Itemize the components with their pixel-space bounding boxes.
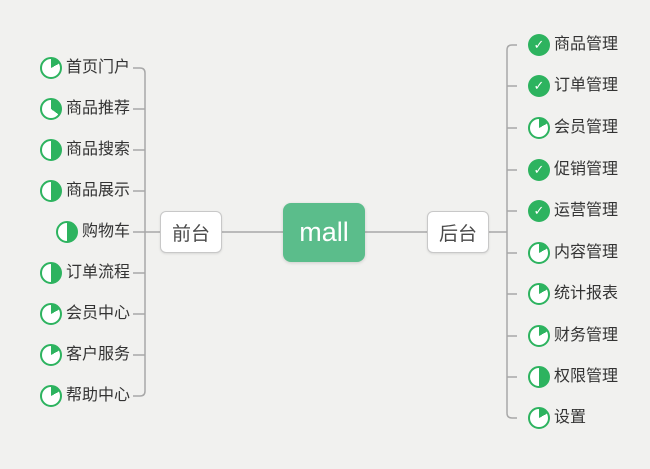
progress-pie-icon[interactable]: [528, 242, 550, 264]
topic-label: 订单流程: [65, 264, 130, 281]
branch-node-backend[interactable]: 后台: [427, 211, 489, 253]
progress-pie-icon[interactable]: [528, 117, 550, 139]
topic-item[interactable]: 内容管理: [528, 241, 618, 265]
topic-item[interactable]: 帮助中心: [39, 384, 130, 408]
check-icon[interactable]: ✓: [528, 159, 550, 181]
topic-item[interactable]: 会员中心: [39, 302, 130, 326]
topic-item[interactable]: 设置: [528, 406, 586, 430]
check-icon[interactable]: ✓: [528, 200, 550, 222]
topic-label: 设置: [554, 409, 587, 426]
topic-item[interactable]: 财务管理: [528, 324, 618, 348]
topic-label: 首页门户: [65, 59, 130, 76]
topic-item[interactable]: 首页门户: [39, 56, 130, 80]
topic-item[interactable]: ✓ 商品管理: [528, 33, 618, 57]
right-branch-spine: [506, 44, 517, 419]
topic-label: 帮助中心: [65, 387, 130, 404]
topic-item[interactable]: 会员管理: [528, 116, 618, 140]
topic-label: 财务管理: [554, 327, 619, 344]
topic-item[interactable]: ✓ 运营管理: [528, 199, 618, 223]
topic-label: 购物车: [81, 223, 130, 240]
topic-label: 内容管理: [554, 244, 619, 261]
topic-label: 商品展示: [65, 182, 130, 199]
topic-item[interactable]: 商品推荐: [39, 97, 130, 121]
topic-item[interactable]: 权限管理: [528, 365, 618, 389]
progress-pie-icon[interactable]: [528, 366, 550, 388]
topic-item[interactable]: 商品展示: [39, 179, 130, 203]
topic-label: 促销管理: [554, 161, 619, 178]
check-icon[interactable]: ✓: [528, 75, 550, 97]
topic-label: 订单管理: [554, 77, 619, 94]
topic-item[interactable]: 购物车: [55, 220, 130, 244]
topic-label: 统计报表: [554, 285, 619, 302]
topic-label: 会员中心: [65, 305, 130, 322]
topic-label: 权限管理: [554, 368, 619, 385]
progress-pie-icon[interactable]: [39, 57, 62, 79]
root-node-mall[interactable]: mall: [283, 203, 365, 262]
topic-item[interactable]: ✓ 订单管理: [528, 74, 618, 98]
topic-item[interactable]: 客户服务: [39, 343, 130, 367]
progress-pie-icon[interactable]: [39, 98, 62, 120]
progress-pie-icon[interactable]: [39, 180, 62, 202]
topic-item[interactable]: 订单流程: [39, 261, 130, 285]
topic-item[interactable]: ✓ 促销管理: [528, 158, 618, 182]
progress-pie-icon[interactable]: [39, 385, 62, 407]
topic-label: 会员管理: [554, 119, 619, 136]
topic-item[interactable]: 统计报表: [528, 282, 618, 306]
topic-label: 商品管理: [554, 36, 619, 53]
progress-pie-icon[interactable]: [528, 407, 550, 429]
topic-label: 商品推荐: [65, 100, 130, 117]
progress-pie-icon[interactable]: [39, 262, 62, 284]
progress-pie-icon[interactable]: [528, 283, 550, 305]
topic-label: 商品搜索: [65, 141, 130, 158]
progress-pie-icon[interactable]: [528, 325, 550, 347]
branch-node-frontend[interactable]: 前台: [160, 211, 222, 253]
progress-pie-icon[interactable]: [39, 344, 62, 366]
topic-label: 运营管理: [554, 202, 619, 219]
progress-pie-icon[interactable]: [39, 139, 62, 161]
topic-item[interactable]: 商品搜索: [39, 138, 130, 162]
check-icon[interactable]: ✓: [528, 34, 550, 56]
topic-label: 客户服务: [65, 346, 130, 363]
progress-pie-icon[interactable]: [55, 221, 78, 243]
progress-pie-icon[interactable]: [39, 303, 62, 325]
